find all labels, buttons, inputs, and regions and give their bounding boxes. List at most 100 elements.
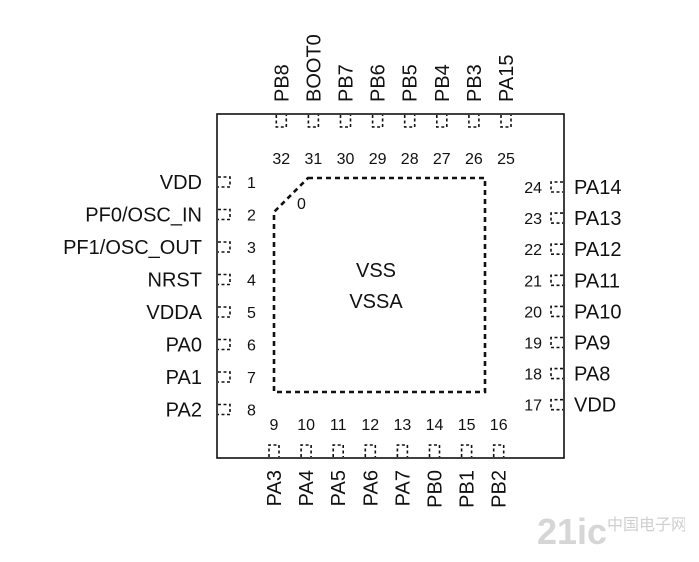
pin-name: PB4: [432, 64, 454, 102]
watermark-subtext: 中国电子网: [607, 515, 685, 534]
exposed-pad-number: 0: [297, 196, 306, 213]
pin-name: PA10: [574, 301, 621, 323]
pin-number: 13: [394, 417, 412, 434]
pin-number: 4: [247, 273, 256, 290]
pin-number: 9: [270, 417, 279, 434]
pin-number: 30: [337, 151, 355, 168]
package-outline: [216, 113, 565, 459]
pin-pad: [364, 444, 377, 457]
pin-pad: [218, 176, 231, 188]
pin-number: 32: [272, 151, 290, 168]
pin-name: PA11: [574, 270, 620, 292]
watermark-text: 21ic: [537, 511, 607, 552]
pin-pad: [339, 115, 352, 128]
pin-number: 24: [524, 180, 542, 197]
pin-number: 8: [247, 403, 256, 420]
pin-pad: [550, 181, 563, 193]
pin-number: 18: [524, 367, 542, 384]
pin-name: PB3: [464, 64, 486, 102]
pin-name: PF0/OSC_IN: [85, 205, 202, 227]
pin-name: PA9: [574, 333, 610, 355]
pin-name: VDD: [160, 172, 202, 194]
pin-pad: [468, 115, 480, 128]
pin-pad: [371, 115, 384, 128]
pin-pad: [268, 444, 280, 457]
pin-pad: [492, 444, 505, 457]
pin-number: 2: [247, 208, 256, 225]
pin-number: 27: [433, 151, 451, 168]
pin-pad: [332, 444, 344, 457]
exposed-pad-label-vssa: VSSA: [349, 291, 403, 313]
pin-name: PB8: [271, 64, 293, 102]
pin-pad: [460, 444, 473, 457]
pin-number: 23: [524, 211, 542, 228]
pin-18: 18 PA8: [524, 364, 610, 386]
pin-32: 32 PB8: [271, 64, 293, 168]
pin-23: 23 PA13: [524, 208, 621, 230]
pin-number: 3: [247, 240, 256, 257]
pin-name: PA15: [496, 55, 518, 102]
pin-27: 27 PB4: [432, 64, 454, 168]
pin-6: 6 PA0: [166, 335, 256, 357]
pin-name: PA3: [264, 470, 286, 506]
pin-pad: [550, 367, 563, 380]
pin-number: 12: [361, 417, 379, 434]
pin-name: PB2: [489, 470, 511, 508]
pin-pad: [550, 274, 563, 287]
pin-name: PA0: [166, 335, 202, 357]
pin-pad: [218, 371, 231, 383]
pin-pad: [428, 444, 441, 457]
pin-pad: [218, 306, 231, 318]
pin-number: 11: [330, 417, 347, 434]
pin-name: PA8: [574, 364, 610, 386]
pin-number: 16: [490, 417, 508, 434]
pin-number: 15: [458, 417, 476, 434]
pin-number: 14: [426, 417, 444, 434]
pin-name: PA13: [574, 208, 621, 230]
pin-24: 24 PA14: [524, 177, 621, 199]
pin-pad: [275, 115, 288, 128]
pin-pad: [218, 338, 231, 351]
pin-number: 26: [465, 151, 483, 168]
pin-name: PA6: [360, 470, 382, 506]
pin-pad: [218, 208, 231, 221]
pin-number: 7: [247, 370, 256, 387]
pin-name: PA14: [574, 177, 621, 199]
pin-26: 26 PB3: [464, 64, 486, 168]
pin-name: PA12: [574, 239, 621, 261]
pin-name: PB7: [336, 64, 358, 102]
pin-name: PB5: [400, 64, 422, 102]
pin-pad: [218, 273, 231, 286]
pin-name: PB1: [457, 470, 479, 508]
pin-19: 19 PA9: [524, 333, 610, 355]
exposed-pad-outline: [272, 176, 487, 394]
pin-number: 10: [297, 417, 315, 434]
pin-number: 19: [524, 336, 542, 353]
pin-pad: [550, 336, 563, 349]
pin-number: 6: [247, 338, 256, 355]
pin-pad: [396, 444, 409, 457]
pin-pad: [300, 444, 312, 457]
pin-name: BOOT0: [303, 34, 325, 102]
pin-pad: [550, 398, 563, 411]
pin-name: PA5: [328, 470, 350, 506]
pin-name: VDDA: [146, 302, 202, 324]
pin-pad: [550, 212, 563, 224]
